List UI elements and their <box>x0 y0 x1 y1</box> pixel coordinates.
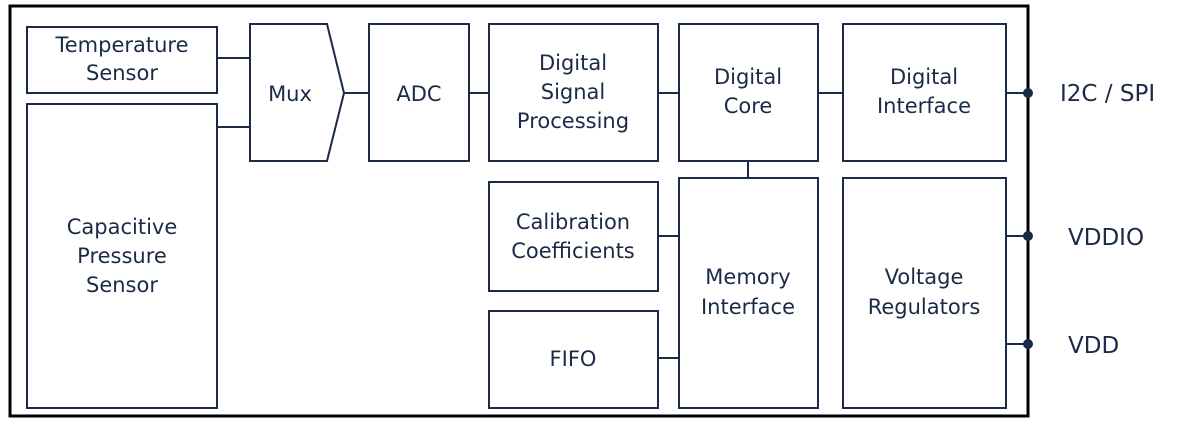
temperature-sensor-line1: Temperature <box>54 33 188 57</box>
pin-label-vdd: VDD <box>1068 333 1119 359</box>
calibration-line2: Coefficients <box>511 239 635 263</box>
digital-core-block: Digital Core <box>678 23 819 162</box>
digital-core-line2: Core <box>724 94 773 118</box>
pin-dot-i2c-spi <box>1023 88 1033 98</box>
temperature-sensor-line2: Sensor <box>86 61 158 85</box>
temperature-sensor-block: Temperature Sensor <box>26 26 218 94</box>
chip-boundary <box>8 4 1030 418</box>
calibration-block: Calibration Coefficients <box>488 181 659 292</box>
mux-label: Mux <box>268 82 312 106</box>
digital-interface-line2: Interface <box>877 94 971 118</box>
adc-block: ADC <box>368 23 470 162</box>
voltage-regulators-line2: Regulators <box>868 295 981 319</box>
digital-interface-block: Digital Interface <box>842 23 1007 162</box>
dsp-line3: Processing <box>517 109 629 133</box>
voltage-regulators-line1: Voltage <box>885 265 964 289</box>
calibration-line1: Calibration <box>516 210 630 234</box>
pin-label-vddio: VDDIO <box>1068 225 1144 251</box>
fifo-block: FIFO <box>488 310 659 409</box>
dsp-line2: Signal <box>541 80 606 104</box>
memory-interface-line2: Interface <box>701 295 795 319</box>
pin-label-i2c-spi: I2C / SPI <box>1060 81 1155 107</box>
mux-block: Mux <box>249 23 346 162</box>
memory-interface-block: Memory Interface <box>678 177 819 409</box>
pressure-sensor-line1: Capacitive <box>67 215 178 239</box>
pressure-sensor-line2: Pressure <box>77 244 167 268</box>
voltage-regulators-block: Voltage Regulators <box>842 177 1007 409</box>
pin-dot-vdd <box>1023 339 1033 349</box>
memory-interface-line1: Memory <box>705 265 790 289</box>
dsp-line1: Digital <box>539 51 607 75</box>
digital-core-line1: Digital <box>714 65 782 89</box>
adc-label: ADC <box>396 82 441 106</box>
pin-dot-vddio <box>1023 231 1033 241</box>
dsp-block: Digital Signal Processing <box>488 23 659 162</box>
digital-interface-line1: Digital <box>890 65 958 89</box>
fifo-label: FIFO <box>550 347 597 371</box>
pressure-sensor-line3: Sensor <box>86 273 158 297</box>
pressure-sensor-block: Capacitive Pressure Sensor <box>26 103 218 409</box>
